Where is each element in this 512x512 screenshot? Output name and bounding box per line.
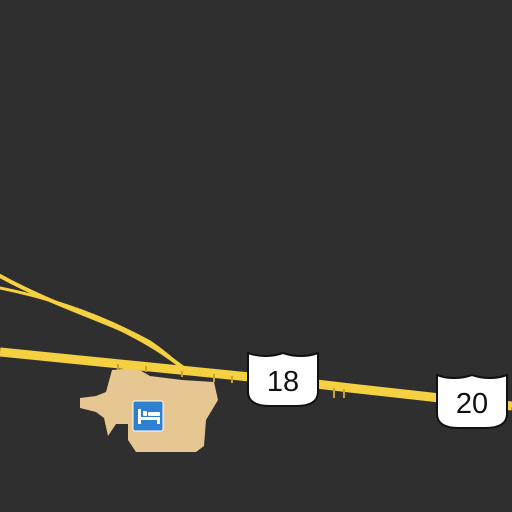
- lodging-poi[interactable]: [132, 400, 164, 432]
- route-shield-us-18[interactable]: 18: [247, 351, 319, 407]
- us-shield-icon: [436, 373, 508, 429]
- bridge-marks: [117, 364, 345, 398]
- bed-icon: [138, 409, 160, 424]
- route-shield-us-20[interactable]: 20: [436, 373, 508, 429]
- route-shield-label: 18: [267, 366, 299, 398]
- us-shield-icon: [247, 351, 319, 407]
- ramp-road[interactable]: [0, 286, 188, 374]
- route-shield-label: 20: [456, 388, 488, 420]
